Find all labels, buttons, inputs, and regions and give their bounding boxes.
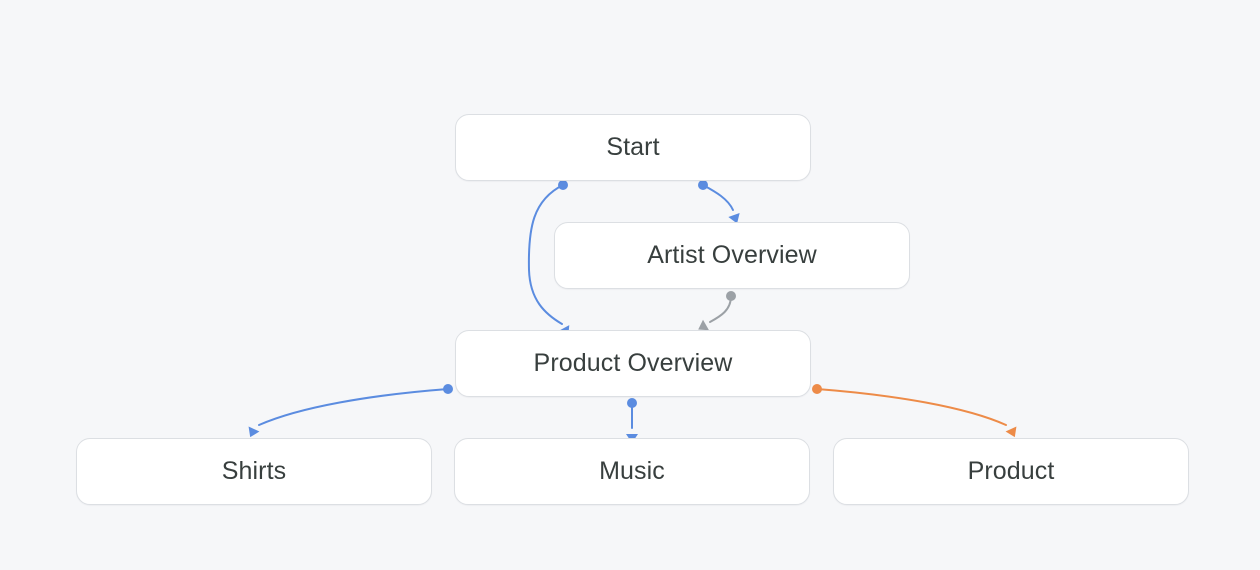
edge-source-dot[interactable] xyxy=(443,384,453,394)
edge-artist-overview-to-product-overview[interactable] xyxy=(695,291,736,335)
node-start[interactable]: Start xyxy=(455,114,811,181)
edge-source-dot[interactable] xyxy=(812,384,822,394)
node-music[interactable]: Music xyxy=(454,438,810,505)
edge-line xyxy=(709,295,732,323)
edge-product-overview-to-music[interactable] xyxy=(626,398,638,443)
edge-product-overview-to-shirts[interactable] xyxy=(245,384,453,440)
node-label: Artist Overview xyxy=(647,241,817,269)
edge-line xyxy=(816,388,1007,426)
edge-source-dot[interactable] xyxy=(627,398,637,408)
node-label: Shirts xyxy=(221,457,287,485)
node-product-overview[interactable]: Product Overview xyxy=(455,330,811,397)
edge-source-dot[interactable] xyxy=(726,291,736,301)
node-artist-overview[interactable]: Artist Overview xyxy=(554,222,910,289)
node-label: Music xyxy=(599,457,665,485)
edge-line xyxy=(258,388,449,426)
edge-source-dot[interactable] xyxy=(698,180,708,190)
edge-start-to-artist-overview[interactable] xyxy=(698,180,743,226)
edge-source-dot[interactable] xyxy=(558,180,568,190)
node-product[interactable]: Product xyxy=(833,438,1189,505)
node-shirts[interactable]: Shirts xyxy=(76,438,432,505)
edge-product-overview-to-product[interactable] xyxy=(812,384,1020,440)
edge-line xyxy=(702,184,734,211)
node-label: Product xyxy=(967,457,1055,485)
node-label: Start xyxy=(606,133,660,161)
node-label: Product Overview xyxy=(533,349,733,377)
